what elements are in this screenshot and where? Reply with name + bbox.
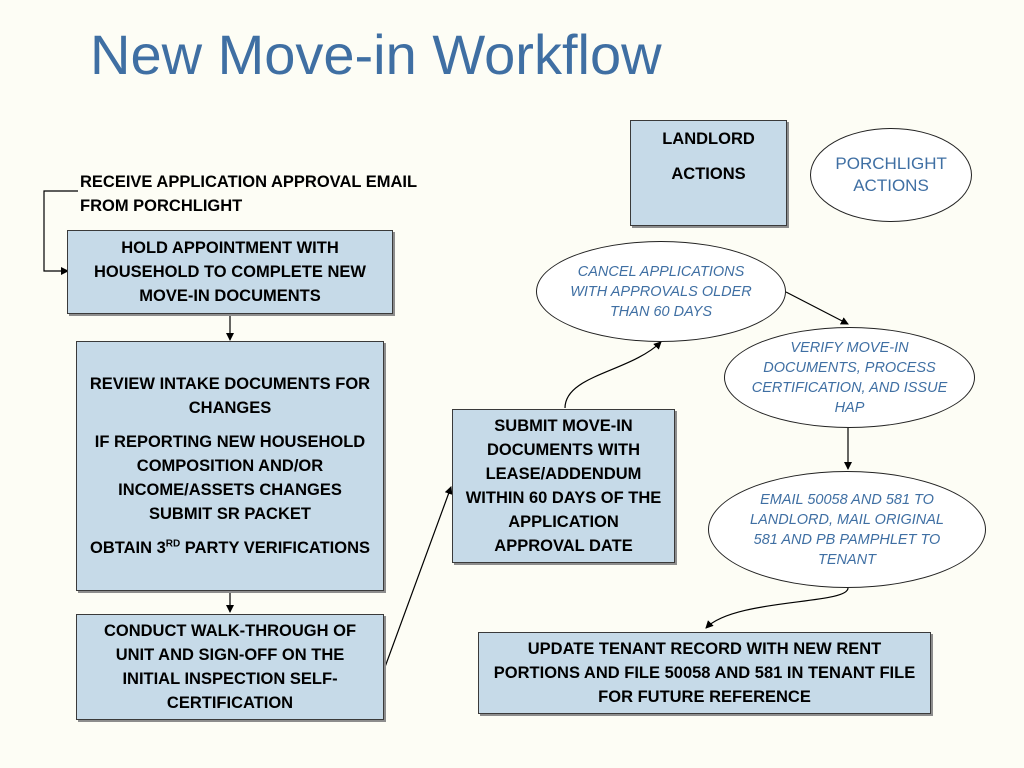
step-walk-through: CONDUCT WALK-THROUGH OF UNIT AND SIGN-OF… — [76, 614, 384, 720]
legend-landlord-line1: LANDLORD — [662, 130, 755, 148]
connector-email-to-update — [705, 587, 849, 629]
step-walk-through-text: CONDUCT WALK-THROUGH OF UNIT AND SIGN-OF… — [103, 622, 357, 712]
page-title: New Move-in Workflow — [90, 23, 662, 86]
connector-receive-to-hold — [43, 190, 78, 275]
step-email-forms-text: EMAIL 50058 AND 581 TO LANDLORD, MAIL OR… — [750, 491, 944, 568]
connector-walkthrough-to-submit — [384, 486, 453, 668]
step-verify-documents-text: VERIFY MOVE-IN DOCUMENTS, PROCESS CERTIF… — [751, 339, 948, 416]
legend-landlord-actions: LANDLORD ACTIONS — [630, 120, 787, 226]
legend-porchlight-actions: PORCHLIGHT ACTIONS — [810, 128, 972, 222]
legend-porchlight-label: PORCHLIGHT ACTIONS — [835, 154, 947, 195]
step-verify-documents: VERIFY MOVE-IN DOCUMENTS, PROCESS CERTIF… — [724, 327, 975, 428]
connector-cancel-to-verify — [785, 291, 849, 325]
step-email-forms: EMAIL 50058 AND 581 TO LANDLORD, MAIL OR… — [708, 471, 986, 588]
step-cancel-applications-text: CANCEL APPLICATIONS WITH APPROVALS OLDER… — [570, 263, 752, 320]
step-update-tenant-record: UPDATE TENANT RECORD WITH NEW RENT PORTI… — [478, 632, 931, 714]
step-review-intake-p3: OBTAIN 3RD PARTY VERIFICATIONS — [90, 536, 370, 560]
step-review-intake-p2: IF REPORTING NEW HOUSEHOLD COMPOSITION A… — [94, 433, 366, 523]
connector-submit-to-cancel — [564, 341, 662, 409]
step-hold-appointment-text: HOLD APPOINTMENT WITH HOUSEHOLD TO COMPL… — [94, 239, 366, 305]
step-review-intake-p3-pre: OBTAIN 3 — [89, 539, 166, 557]
step-review-intake-p1: REVIEW INTAKE DOCUMENTS FOR CHANGES — [89, 375, 371, 417]
step-review-intake-p3-sup: RD — [165, 538, 181, 550]
step-review-intake-p3-post: PARTY VERIFICATIONS — [180, 539, 370, 557]
step-cancel-applications: CANCEL APPLICATIONS WITH APPROVALS OLDER… — [536, 241, 786, 342]
step-update-tenant-record-text: UPDATE TENANT RECORD WITH NEW RENT PORTI… — [493, 640, 916, 706]
legend-landlord-line2: ACTIONS — [671, 165, 746, 183]
step-hold-appointment: HOLD APPOINTMENT WITH HOUSEHOLD TO COMPL… — [67, 230, 393, 314]
step-submit-move-in-text: SUBMIT MOVE-IN DOCUMENTS WITH LEASE/ADDE… — [465, 417, 662, 555]
step-review-intake: REVIEW INTAKE DOCUMENTS FOR CHANGES IF R… — [76, 341, 384, 591]
step-receive-approval: RECEIVE APPLICATION APPROVAL EMAIL FROM … — [80, 173, 417, 215]
step-submit-move-in: SUBMIT MOVE-IN DOCUMENTS WITH LEASE/ADDE… — [452, 409, 675, 563]
